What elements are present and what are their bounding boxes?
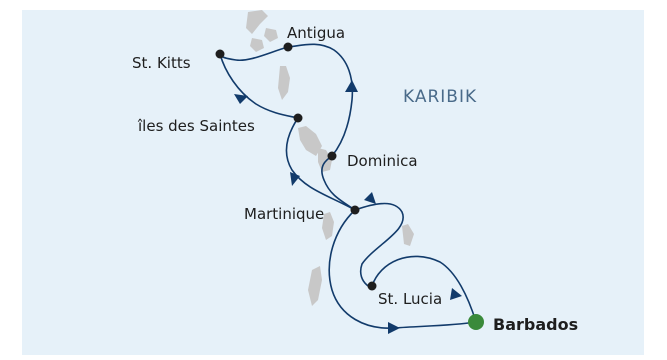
route-arrow (345, 80, 358, 92)
route-leg-barbados-martinique (328, 209, 477, 329)
route-arrow (364, 192, 376, 204)
islands (246, 10, 414, 306)
port-dot-martinique[interactable] (350, 205, 360, 215)
port-dot-dominica[interactable] (327, 151, 337, 161)
route-leg-dominica-antigua (287, 43, 354, 157)
port-labels: Antigua St. Kitts îles des Saintes Domin… (132, 24, 578, 334)
port-label-antigua: Antigua (287, 24, 345, 42)
port-dot-antigua[interactable] (283, 42, 293, 52)
island-st-vincent (308, 266, 322, 306)
route-arrows (234, 80, 462, 334)
port-label-st-kitts: St. Kitts (132, 54, 191, 72)
route-leg-martinique-dominica (354, 202, 404, 289)
port-markers (215, 42, 484, 330)
port-dot-iles-des-saintes[interactable] (293, 113, 303, 123)
port-dot-st-lucia[interactable] (367, 281, 377, 291)
port-label-dominica: Dominica (347, 152, 418, 170)
port-dot-st-kitts[interactable] (215, 49, 225, 59)
island-dominica (318, 148, 332, 172)
port-dot-barbados[interactable] (468, 314, 484, 330)
port-label-iles-des-saintes: îles des Saintes (137, 117, 255, 135)
route-leg-saintes-dominica (285, 117, 356, 211)
island-anguilla (246, 10, 268, 34)
route-arrow (290, 172, 300, 186)
route-leg-st-lucia-loop (371, 255, 477, 323)
island-montserrat (278, 66, 290, 100)
route-arrow (450, 288, 462, 300)
port-label-martinique: Martinique (244, 205, 324, 223)
island-st-lucia (402, 224, 414, 246)
port-label-st-lucia: St. Lucia (378, 290, 442, 308)
port-label-barbados: Barbados (493, 315, 578, 334)
sea-area (22, 10, 644, 355)
island-guadeloupe (298, 126, 322, 156)
sea-label: KARIBIK (403, 87, 477, 107)
cruise-route (219, 43, 477, 329)
route-leg-st-kitts-saintes (219, 53, 299, 119)
route-leg-dominica-martinique (321, 155, 356, 211)
route-arrow (234, 94, 248, 104)
route-arrow (388, 322, 400, 334)
island-st-kitts (250, 38, 264, 52)
island-antigua (264, 28, 278, 42)
island-martinique (322, 212, 334, 240)
